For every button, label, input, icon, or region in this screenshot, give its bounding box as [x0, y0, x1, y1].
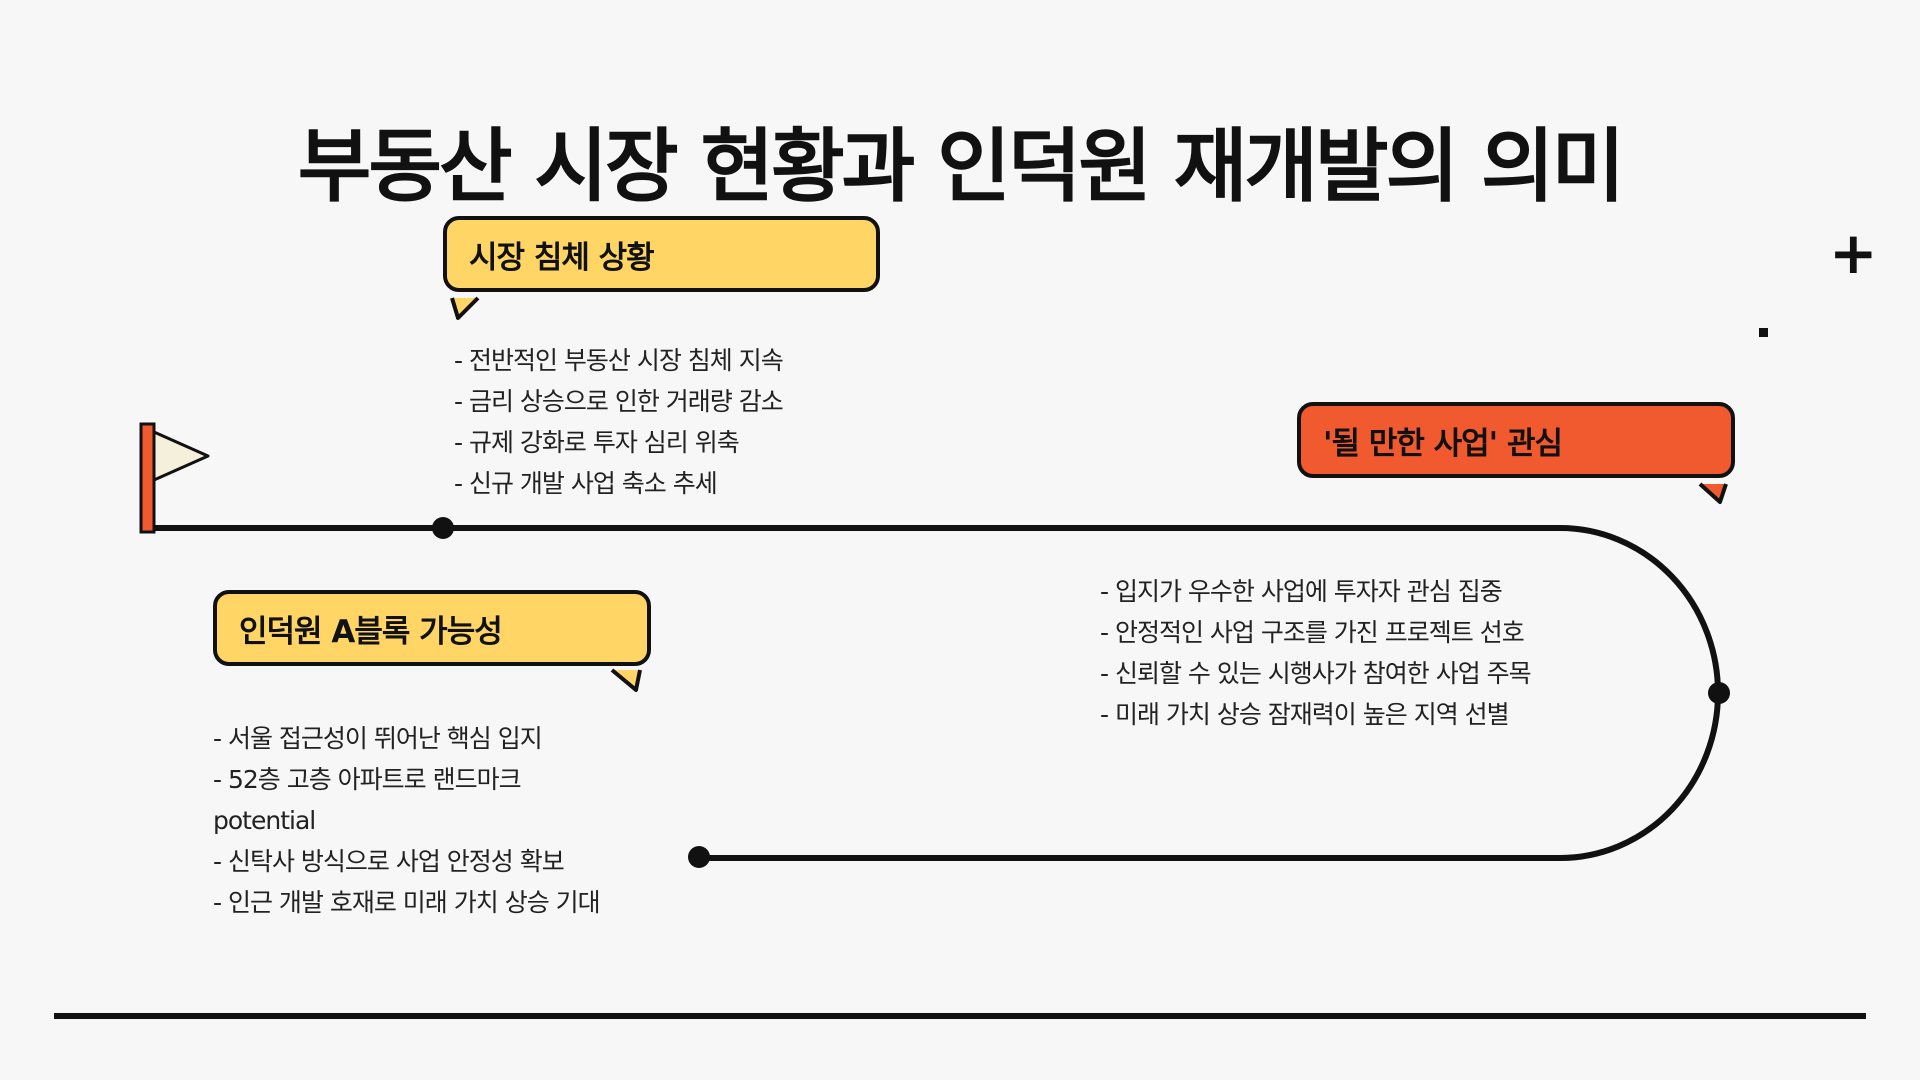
list-item: - 입지가 우수한 사업에 투자자 관심 집중	[1100, 577, 1503, 606]
section-heading-label: 시장 침체 상황	[469, 239, 655, 276]
block-a-potential-list: - 서울 접근성이 뛰어난 핵심 입지 - 52층 고층 아파트로 랜드마크 p…	[213, 718, 601, 923]
section-heading-label: 인덕원 A블록 가능성	[239, 613, 503, 650]
milestone-dot-3	[688, 846, 710, 868]
list-item: - 인근 개발 호재로 미래 가치 상승 기대	[213, 888, 601, 917]
list-item: - 안정적인 사업 구조를 가진 프로젝트 선호	[1100, 618, 1525, 647]
square-dot-icon	[1759, 328, 1768, 337]
list-item: - 규제 강화로 투자 심리 위축	[454, 428, 740, 457]
milestone-dot-2	[1708, 682, 1730, 704]
list-item: - 신탁사 방식으로 사업 안정성 확보	[213, 847, 565, 876]
speech-tail-3	[610, 668, 642, 692]
section-heading-label: '될 만한 사업' 관심	[1323, 425, 1563, 462]
page-title: 부동산 시장 현황과 인덕원 재개발의 의미	[297, 119, 1625, 213]
market-slump-list: - 전반적인 부동산 시장 침체 지속 - 금리 상승으로 인한 거래량 감소 …	[454, 340, 784, 504]
speech-tail-1	[450, 296, 480, 320]
list-item: - 서울 접근성이 뛰어난 핵심 입지	[213, 724, 543, 753]
bottom-divider	[54, 1013, 1866, 1019]
list-item: - 52층 고층 아파트로 랜드마크	[213, 765, 522, 794]
section-heading-viable-projects: '될 만한 사업' 관심	[1297, 402, 1735, 478]
milestone-dot-1	[432, 517, 454, 539]
viable-projects-list: - 입지가 우수한 사업에 투자자 관심 집중 - 안정적인 사업 구조를 가진…	[1100, 571, 1532, 735]
section-heading-market-slump: 시장 침체 상황	[443, 216, 880, 292]
list-item: - 신뢰할 수 있는 시행사가 참여한 사업 주목	[1100, 659, 1532, 688]
list-item: - 미래 가치 상승 잠재력이 높은 지역 선별	[1100, 700, 1510, 729]
list-item: - 금리 상승으로 인한 거래량 감소	[454, 387, 784, 416]
section-heading-block-a-potential: 인덕원 A블록 가능성	[213, 590, 651, 666]
list-item: potential	[213, 806, 316, 835]
list-item: - 전반적인 부동산 시장 침체 지속	[454, 346, 784, 375]
speech-tail-2	[1698, 482, 1728, 504]
plus-icon: +	[1829, 219, 1878, 287]
flag-icon	[139, 422, 210, 534]
list-item: - 신규 개발 사업 축소 추세	[454, 469, 718, 498]
